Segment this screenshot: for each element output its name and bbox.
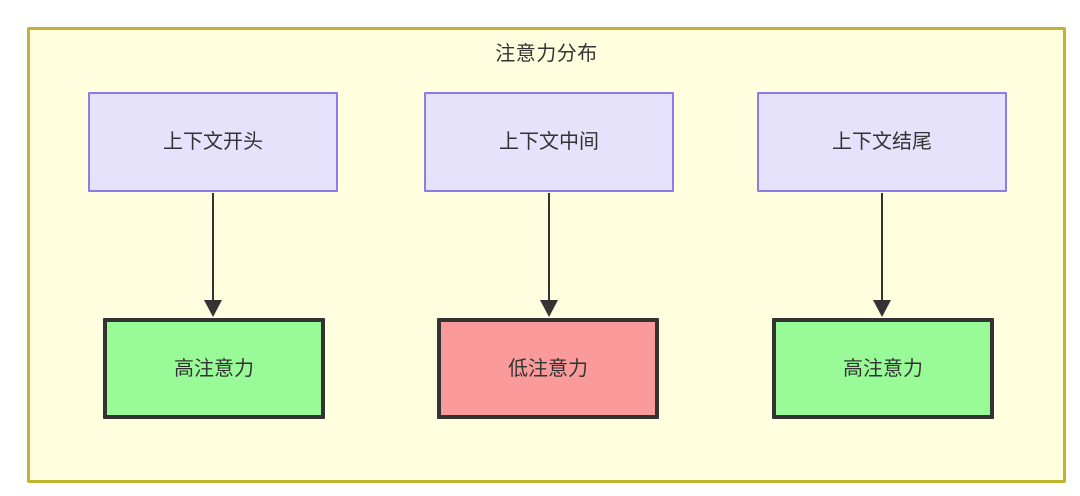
node-high-attention-start[interactable]: 高注意力: [103, 318, 325, 419]
node-low-attention-middle[interactable]: 低注意力: [437, 318, 659, 419]
node-context-end[interactable]: 上下文结尾: [757, 92, 1007, 192]
node-context-start[interactable]: 上下文开头: [88, 92, 338, 192]
node-context-middle[interactable]: 上下文中间: [424, 92, 674, 192]
node-high-attention-end[interactable]: 高注意力: [772, 318, 994, 419]
subgraph-title: 注意力分布: [495, 43, 598, 65]
